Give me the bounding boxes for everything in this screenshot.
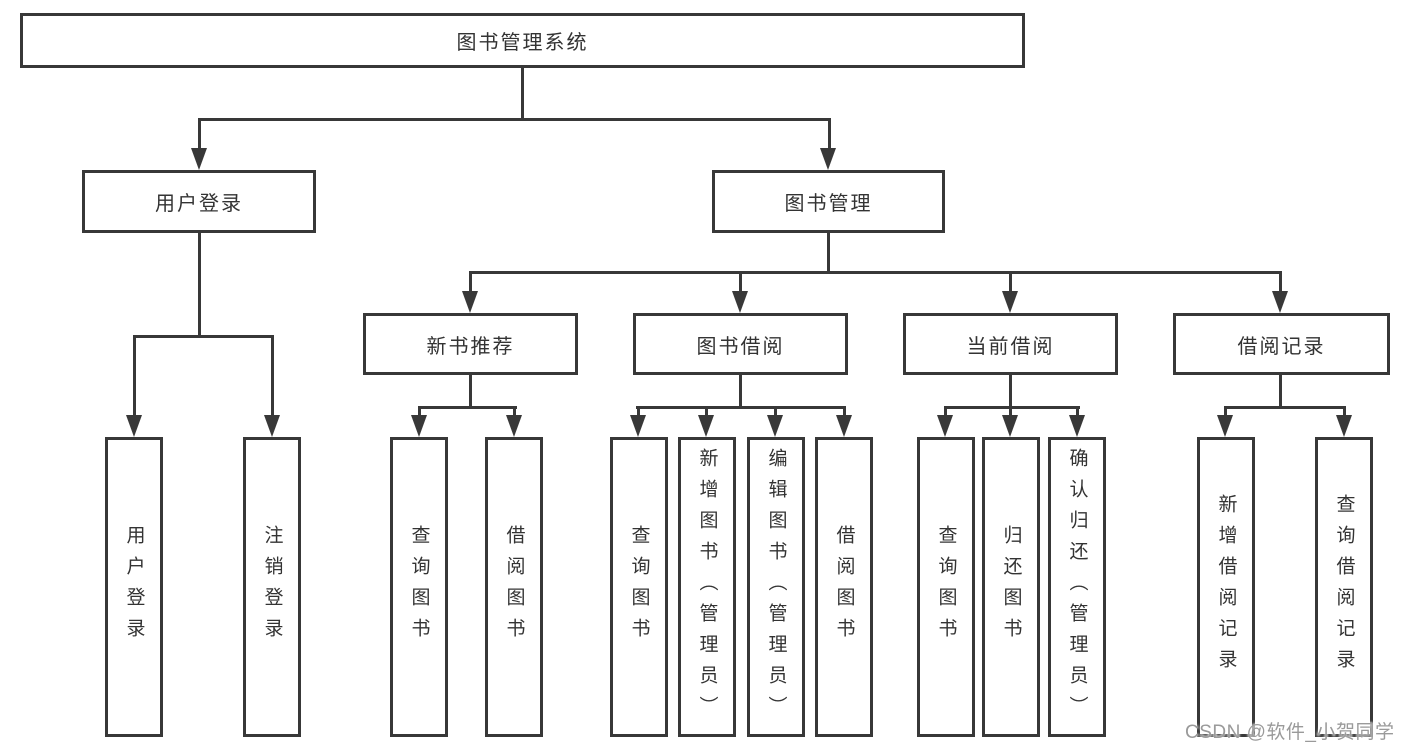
leaf-return-books: 归还图书 [982, 437, 1040, 737]
arrowhead-down-icon [1002, 415, 1018, 437]
arrowhead-down-icon [191, 148, 207, 170]
leaf-label: 新增图书（管理员） [696, 447, 718, 727]
connector-drop-user-login [198, 118, 201, 151]
leaf-user-login: 用户登录 [105, 437, 163, 737]
arrowhead-down-icon [820, 148, 836, 170]
node-user-login: 用户登录 [82, 170, 316, 233]
connector-drop-leaf [1224, 406, 1227, 417]
arrowhead-down-icon [411, 415, 427, 437]
leaf-label: 查询图书 [408, 525, 430, 649]
leaf-query-books: 查询图书 [390, 437, 448, 737]
connector-drop-leaf [133, 335, 136, 417]
leaf-label: 查询图书 [628, 525, 650, 649]
leaf-edit-book-admin: 编辑图书（管理员） [747, 437, 805, 737]
leaf-label: 注销登录 [261, 525, 283, 649]
connector-leaf-split [636, 406, 846, 409]
leaf-label: 查询借阅记录 [1333, 494, 1355, 680]
arrowhead-down-icon [1272, 291, 1288, 313]
connector-drop-leaf [1076, 406, 1079, 417]
connector-drop-book-management [828, 118, 831, 151]
leaf-query-books: 查询图书 [917, 437, 975, 737]
arrowhead-down-icon [732, 291, 748, 313]
connector-leaf-split [418, 406, 517, 409]
connector-user-login-split [133, 335, 274, 338]
node-new-book-recommendation: 新书推荐 [363, 313, 578, 375]
connector-group-stem [1279, 375, 1282, 409]
node-book-borrowing: 图书借阅 [633, 313, 848, 375]
arrowhead-down-icon [126, 415, 142, 437]
connector-drop-leaf [271, 335, 274, 417]
leaf-label: 新增借阅记录 [1215, 494, 1237, 680]
leaf-add-book-admin: 新增图书（管理员） [678, 437, 736, 737]
connector-drop-leaf [705, 406, 708, 417]
connector-drop-level3 [1279, 271, 1282, 293]
leaf-label: 借阅图书 [833, 525, 855, 649]
connector-root-stem [521, 68, 524, 121]
node-borrowing-records: 借阅记录 [1173, 313, 1390, 375]
node-book-management: 图书管理 [712, 170, 945, 233]
connector-group-stem [469, 375, 472, 409]
arrowhead-down-icon [462, 291, 478, 313]
connector-drop-level3 [469, 271, 472, 293]
connector-drop-level3 [739, 271, 742, 293]
connector-book-management-stem [827, 233, 830, 274]
connector-drop-leaf [774, 406, 777, 417]
connector-drop-leaf [1343, 406, 1346, 417]
leaf-confirm-return-admin: 确认归还（管理员） [1048, 437, 1106, 737]
arrowhead-down-icon [767, 415, 783, 437]
connector-drop-leaf [944, 406, 947, 417]
arrowhead-down-icon [937, 415, 953, 437]
leaf-logout: 注销登录 [243, 437, 301, 737]
leaf-label: 借阅图书 [503, 525, 525, 649]
connector-level2-split [198, 118, 831, 121]
connector-drop-leaf [513, 406, 516, 417]
connector-drop-leaf [637, 406, 640, 417]
leaf-label: 编辑图书（管理员） [765, 447, 787, 727]
arrowhead-down-icon [1336, 415, 1352, 437]
leaf-label: 确认归还（管理员） [1066, 447, 1088, 727]
leaf-label: 用户登录 [123, 525, 145, 649]
leaf-label: 归还图书 [1000, 525, 1022, 649]
leaf-borrow-books: 借阅图书 [815, 437, 873, 737]
arrowhead-down-icon [1002, 291, 1018, 313]
connector-user-login-stem [198, 233, 201, 338]
connector-group-stem [1009, 375, 1012, 409]
leaf-query-borrow-record: 查询借阅记录 [1315, 437, 1373, 737]
csdn-watermark: CSDN @软件_小贺同学 [1185, 722, 1395, 743]
connector-leaf-split [944, 406, 1080, 409]
connector-drop-leaf [418, 406, 421, 417]
arrowhead-down-icon [506, 415, 522, 437]
node-library-management-system: 图书管理系统 [20, 13, 1025, 68]
leaf-query-books: 查询图书 [610, 437, 668, 737]
leaf-add-borrow-record: 新增借阅记录 [1197, 437, 1255, 737]
arrowhead-down-icon [698, 415, 714, 437]
connector-drop-level3 [1009, 271, 1012, 293]
arrowhead-down-icon [1217, 415, 1233, 437]
connector-drop-leaf [1009, 406, 1012, 417]
arrowhead-down-icon [630, 415, 646, 437]
arrowhead-down-icon [1069, 415, 1085, 437]
arrowhead-down-icon [264, 415, 280, 437]
leaf-borrow-books: 借阅图书 [485, 437, 543, 737]
leaf-label: 查询图书 [935, 525, 957, 649]
connector-level3-split [469, 271, 1282, 274]
connector-leaf-split [1224, 406, 1346, 409]
connector-drop-leaf [843, 406, 846, 417]
arrowhead-down-icon [836, 415, 852, 437]
connector-group-stem [739, 375, 742, 409]
node-current-borrowing: 当前借阅 [903, 313, 1118, 375]
